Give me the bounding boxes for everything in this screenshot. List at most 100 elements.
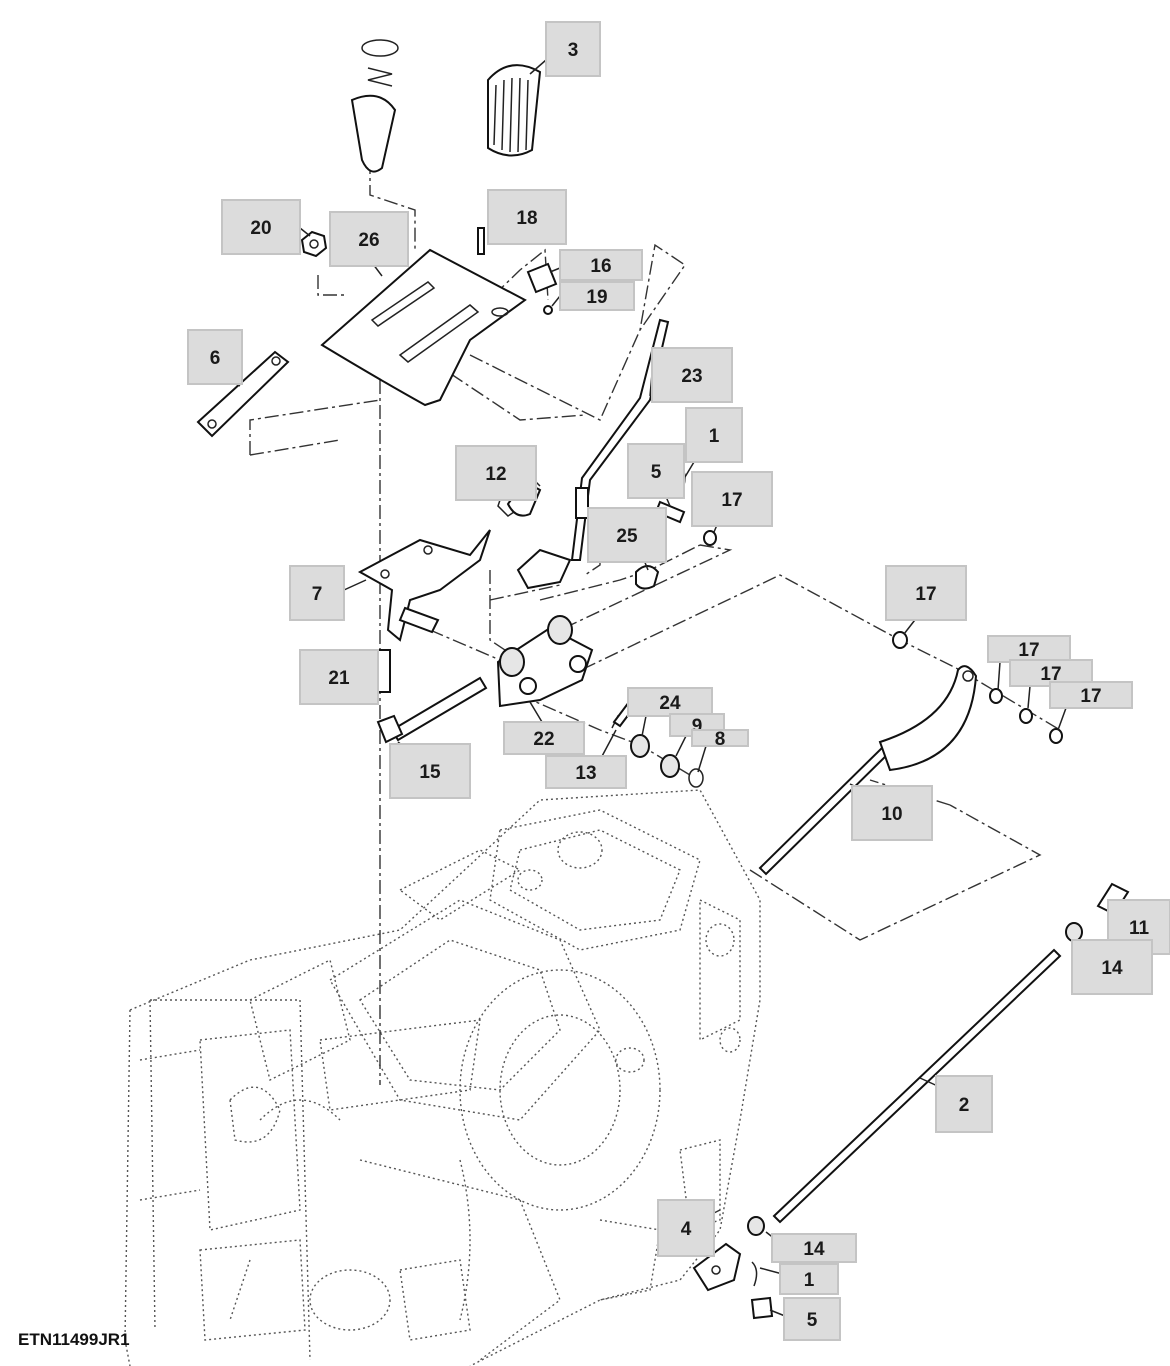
callout-23: 23 [651,347,733,403]
callout-18: 18 [487,189,567,245]
bushing-part-25 [635,565,660,590]
callout-box [289,565,345,621]
callout-number: 20 [250,218,271,239]
callout-2: 2 [935,1075,993,1133]
transmission-housing [124,789,761,1366]
callout-box [987,635,1071,663]
callout-box [771,1233,857,1263]
callout-10: 10 [851,785,933,841]
washer-part-17 [703,530,1063,744]
callout-number: 17 [721,490,742,511]
bolt-part-15 [376,676,488,744]
callout-box [851,785,933,841]
figure-id: ETN11499JR1 [18,1330,130,1349]
rod-part-10 [758,665,978,876]
callout-number: 6 [210,348,221,369]
callout-22: 22 [503,721,585,755]
callout-19: 19 [559,281,635,311]
callout-number: 16 [590,256,611,277]
rod-part-2 [772,948,1062,1224]
callout-number: 7 [312,584,323,605]
callout-number: 17 [1018,640,1039,661]
pivot-plate-part-22 [496,615,594,708]
callout-box [1049,681,1133,709]
callout-12: 12 [455,445,537,501]
callout-17: 17 [987,635,1071,663]
callout-number: 13 [575,763,596,784]
stud-part-21 [377,649,391,693]
callout-24: 24 [627,687,713,717]
callout-box [651,347,733,403]
callout-17: 17 [691,471,773,527]
clevis-part-4 [692,1242,742,1292]
callout-box [299,649,379,705]
callout-box [685,407,743,463]
callout-4: 4 [657,1199,715,1257]
callout-8: 8 [691,729,749,750]
callout-box [455,445,537,501]
bracket-part-7 [357,529,491,642]
callout-box [487,189,567,245]
callout-number: 18 [516,208,537,229]
knob-grip-part-3 [487,64,542,157]
callout-25: 25 [587,507,667,563]
callout-box [783,1297,841,1341]
callout-box [559,281,635,311]
callout-number: 22 [533,729,554,750]
callout-number: 15 [419,762,441,783]
callout-number: 17 [915,584,936,605]
callout-box [221,199,301,255]
callout-1: 1 [779,1263,839,1295]
callout-number: 17 [1080,686,1101,707]
callout-number: 21 [328,668,350,689]
callout-26: 26 [329,211,409,267]
callout-16: 16 [559,249,643,281]
callout-box [545,21,601,77]
callout-14: 14 [1071,939,1153,995]
callout-box [545,755,627,789]
callout-number: 25 [616,526,638,547]
callout-box [935,1075,993,1133]
callout-number: 8 [715,729,726,750]
assembly-lines [249,160,1061,1221]
callout-box [389,743,471,799]
callout-box [187,329,243,385]
callout-number: 24 [659,693,681,714]
callout-number: 1 [804,1270,815,1291]
callout-box [885,565,967,621]
ring-part-8 [688,768,704,788]
lever-cap-assembly [350,39,399,173]
callout-number: 3 [568,40,579,61]
callout-number: 14 [1101,958,1123,979]
cotter-pin-part-1-bottom [751,1261,758,1287]
callout-3: 3 [545,21,601,77]
strap-part-6 [196,350,290,438]
callout-box [691,471,773,527]
callout-box [627,443,685,499]
callout-box [503,721,585,755]
bushing-part-24 [630,734,650,758]
callout-21: 21 [299,649,379,705]
clip-part-16 [526,262,558,294]
callout-number: 12 [485,464,506,485]
callout-number: 10 [881,804,902,825]
callout-number: 5 [807,1310,818,1331]
callout-17: 17 [1049,681,1133,709]
callout-number: 19 [586,287,607,308]
callout-17: 17 [885,565,967,621]
callout-number: 9 [692,716,703,737]
callout-box [1071,939,1153,995]
shift-plate-part-26 [320,248,527,407]
callout-5: 5 [627,443,685,499]
callout-14: 14 [771,1233,857,1263]
callout-number: 5 [651,462,662,483]
callout-6: 6 [187,329,243,385]
pin-part-18 [477,227,485,255]
callout-5: 5 [783,1297,841,1341]
callout-number: 23 [681,366,702,387]
callout-number: 2 [959,1095,970,1116]
callout-number: 26 [358,230,379,251]
nut-part-14 [747,922,1083,1236]
